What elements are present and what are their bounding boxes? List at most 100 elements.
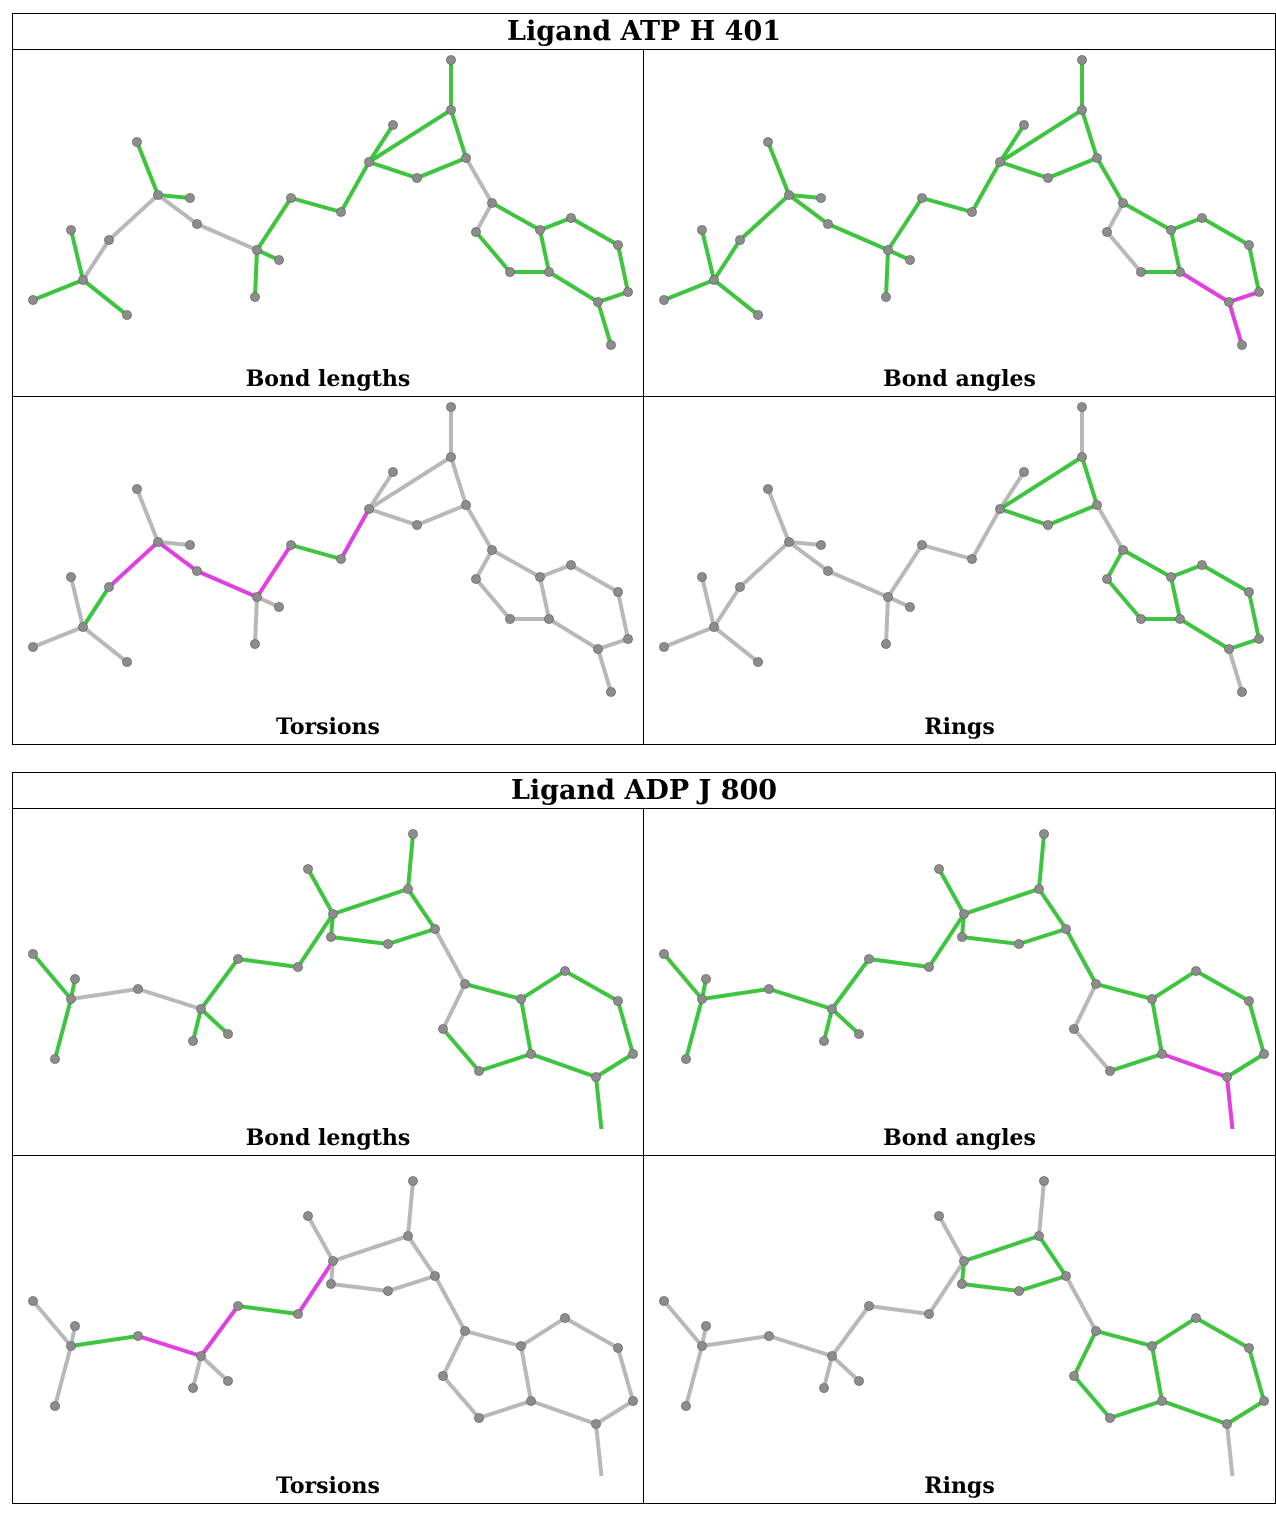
bond <box>406 1234 437 1278</box>
atom <box>1092 500 1102 510</box>
bond <box>998 108 1084 164</box>
atom <box>132 484 142 494</box>
bond <box>616 1346 635 1403</box>
bond <box>367 108 453 164</box>
bond <box>31 1299 73 1348</box>
atom <box>623 287 633 297</box>
bond <box>1095 503 1125 552</box>
bond <box>937 1214 966 1263</box>
atom <box>1034 1231 1044 1241</box>
bond <box>490 548 542 579</box>
atom <box>408 1176 418 1186</box>
atom <box>132 137 142 147</box>
atom <box>967 554 977 564</box>
atom <box>303 864 313 874</box>
atom <box>1244 1343 1254 1353</box>
bond <box>1105 230 1143 274</box>
bond <box>538 563 573 579</box>
atom <box>816 193 826 203</box>
molecule-diagram <box>659 402 1264 697</box>
atom <box>881 292 891 302</box>
atom <box>274 602 284 612</box>
panel-caption: Rings <box>924 1473 995 1499</box>
bond <box>884 595 890 646</box>
molecule-diagram <box>28 829 638 1129</box>
atom <box>1224 644 1234 654</box>
atom <box>188 1383 198 1393</box>
atom <box>606 687 616 697</box>
bond <box>236 957 300 969</box>
bond <box>1094 1329 1154 1348</box>
atom <box>78 622 88 632</box>
bond <box>538 216 573 232</box>
bond <box>569 563 620 594</box>
atom <box>681 1054 691 1064</box>
atom <box>883 245 893 255</box>
bond <box>1037 832 1046 891</box>
bond <box>700 575 716 629</box>
atom <box>905 255 915 265</box>
atom <box>854 1029 864 1039</box>
atom <box>293 1309 303 1319</box>
bond <box>529 1052 598 1079</box>
atom <box>412 520 422 530</box>
bond <box>1108 1399 1164 1420</box>
atom <box>1043 173 1053 183</box>
bond <box>474 201 494 234</box>
bond <box>441 982 467 1031</box>
atom <box>388 467 398 477</box>
atom <box>659 949 669 959</box>
atom <box>764 1331 774 1341</box>
atom <box>917 193 927 203</box>
atom <box>995 157 1005 167</box>
bond <box>1105 548 1125 581</box>
atom <box>613 587 623 597</box>
atom <box>233 1301 243 1311</box>
atom <box>924 1309 934 1319</box>
bond <box>367 160 419 180</box>
bond <box>596 647 613 694</box>
bond <box>960 935 1021 946</box>
atom <box>1102 574 1112 584</box>
bond <box>826 569 890 599</box>
bond <box>1227 637 1261 651</box>
atom <box>959 909 969 919</box>
bond <box>1064 927 1098 986</box>
atom <box>995 504 1005 514</box>
atom <box>735 582 745 592</box>
bond <box>596 300 613 347</box>
bond <box>1200 563 1251 594</box>
atom <box>446 105 456 115</box>
atom <box>823 566 833 576</box>
bond <box>766 140 791 197</box>
bond <box>1227 647 1244 694</box>
bond <box>867 957 931 969</box>
bond <box>306 1214 335 1263</box>
atom <box>28 295 38 305</box>
bond <box>662 1299 704 1348</box>
atom <box>446 452 456 462</box>
atom <box>606 340 616 350</box>
atom <box>1105 1413 1115 1423</box>
bond <box>296 912 335 969</box>
bond <box>519 1344 533 1403</box>
atom <box>1136 267 1146 277</box>
panel-caption: Bond lengths <box>245 1125 411 1151</box>
bond <box>156 193 199 226</box>
atom <box>1147 994 1157 1004</box>
atom <box>753 657 763 667</box>
atom <box>709 622 719 632</box>
atom <box>252 245 262 255</box>
bond <box>107 193 160 242</box>
bond <box>1095 156 1125 205</box>
bond <box>367 507 419 527</box>
bond <box>998 160 1050 180</box>
bond <box>1227 300 1244 347</box>
bond <box>449 455 468 507</box>
bond <box>569 216 620 247</box>
atom <box>1244 240 1254 250</box>
bond <box>296 1259 335 1316</box>
bond <box>998 470 1026 511</box>
atom <box>1259 1049 1269 1059</box>
atom <box>1034 884 1044 894</box>
